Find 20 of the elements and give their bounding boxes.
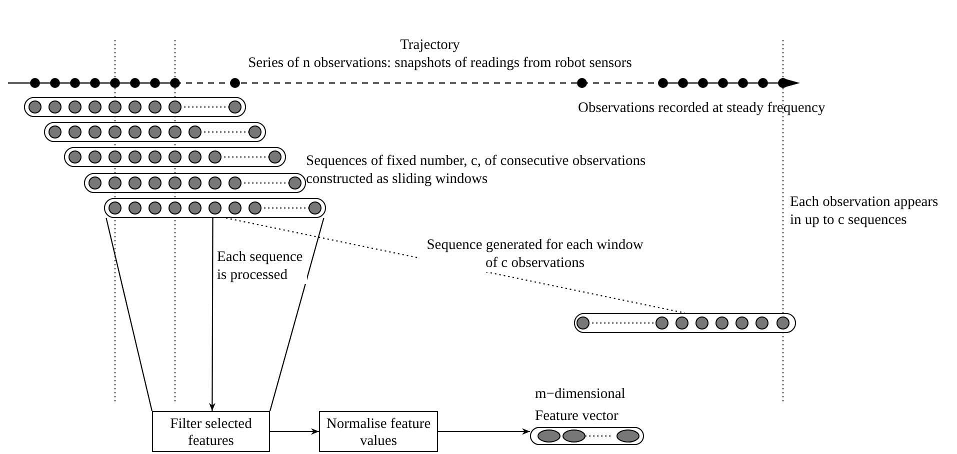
sequence-capsule <box>574 313 796 333</box>
sequence-capsule <box>104 198 326 218</box>
sequence-capsule <box>24 97 246 117</box>
connector-line <box>106 218 153 412</box>
sequence-capsule <box>64 147 286 167</box>
sequence-capsule <box>44 122 266 142</box>
title-text: Trajectory <box>399 36 461 54</box>
process-box: Normalise feature values <box>319 411 438 452</box>
annotation-text: Sequences of fixed number, c, of consecutive observations constructed as sliding windows <box>306 152 647 188</box>
annotation-text: Observations recorded at steady frequency <box>578 99 826 117</box>
arrow <box>209 218 216 411</box>
arrow <box>438 428 530 435</box>
process-box: Filter selected features <box>152 411 270 452</box>
vector-heading: m−dimensional Feature vector <box>535 385 626 426</box>
sequence-capsule <box>84 173 306 193</box>
description-text: Series of n observations: snapshots of readings from robot sensors <box>247 54 633 72</box>
edge-label: Each sequence is processed <box>217 248 307 284</box>
connector-line <box>269 218 324 412</box>
annotation-text: Each observation appears in up to c sequences <box>790 193 940 229</box>
arrow <box>270 428 319 435</box>
